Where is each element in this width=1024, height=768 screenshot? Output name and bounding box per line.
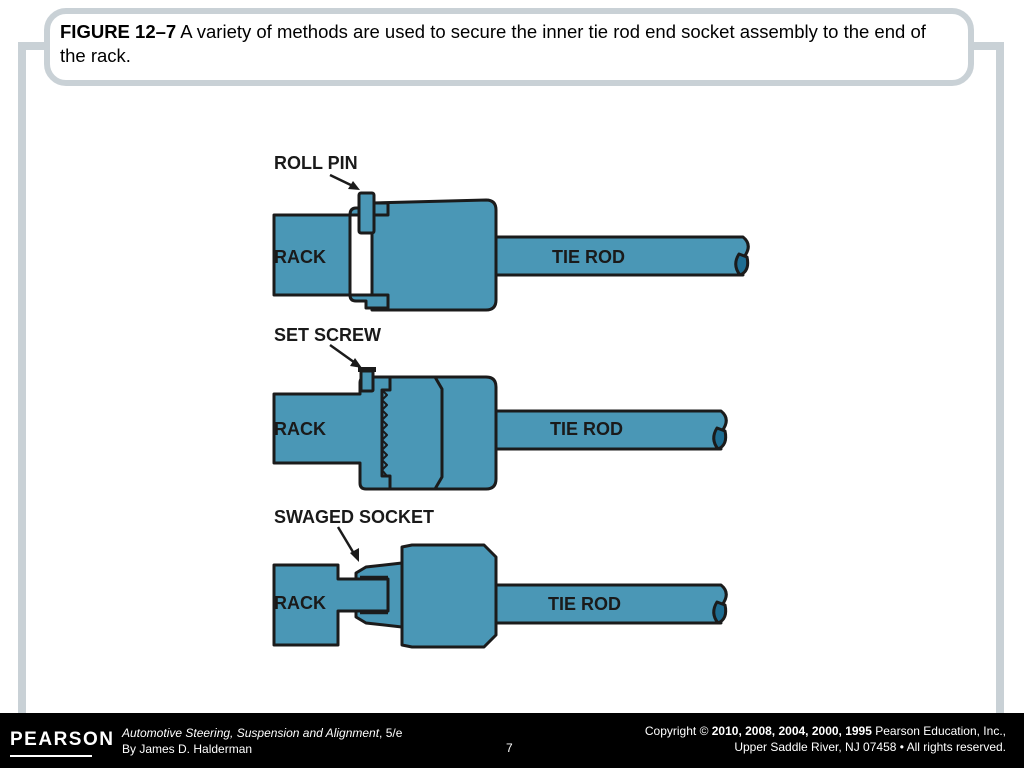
slide-footer: PEARSON Automotive Steering, Suspension … — [0, 713, 1024, 768]
copyright-years: 2010, 2008, 2004, 2000, 1995 — [711, 724, 872, 738]
caption-text: A variety of methods are used to secure … — [60, 21, 926, 66]
tie-rod-label-1: TIE ROD — [552, 247, 625, 267]
copyright-notice: Copyright © 2010, 2008, 2004, 2000, 1995… — [586, 723, 1006, 755]
copyright-holder: Pearson Education, Inc., — [871, 724, 1006, 738]
tie-rod-diagram: ROLL PIN RACK TIE ROD SET SCREW RACK TIE… — [260, 145, 760, 665]
set-screw-assembly — [272, 367, 728, 491]
rack-threads-2 — [381, 389, 388, 477]
frame-right-border — [996, 46, 1004, 713]
figure-label: FIGURE 12–7 — [60, 21, 177, 42]
tie-rod-end-1 — [734, 252, 750, 277]
socket-collar-2 — [376, 375, 444, 491]
book-title: Automotive Steering, Suspension and Alig… — [122, 726, 380, 740]
frame-top-left-stub — [18, 42, 48, 50]
page-number: 7 — [506, 741, 513, 755]
roll-pin-assembly — [272, 191, 750, 312]
tie-rod-end-3 — [712, 600, 728, 625]
rack-3 — [272, 563, 390, 647]
frame-left-border — [18, 46, 26, 713]
swaged-socket — [400, 543, 498, 649]
tie-rod-end-2 — [712, 426, 728, 451]
logo-underline — [10, 755, 92, 757]
figure-caption: FIGURE 12–7 A variety of methods are use… — [60, 20, 950, 68]
rack-label-3: RACK — [274, 593, 326, 613]
book-edition: , 5/e — [379, 726, 403, 740]
tie-rod-label-2: TIE ROD — [550, 419, 623, 439]
copyright-address: Upper Saddle River, NJ 07458 • All right… — [734, 740, 1006, 754]
roll-pin-label: ROLL PIN — [274, 153, 358, 173]
swaged-socket-assembly — [272, 543, 728, 649]
frame-top-right-stub — [970, 42, 1004, 50]
book-author: By James D. Halderman — [122, 742, 253, 756]
set-screw-label: SET SCREW — [274, 325, 381, 345]
pearson-logo: PEARSON — [10, 729, 115, 750]
set-screw — [359, 369, 375, 393]
book-credit: Automotive Steering, Suspension and Alig… — [122, 725, 402, 757]
set-screw-head — [358, 367, 376, 372]
socket-1 — [370, 198, 498, 312]
roll-pin — [357, 191, 376, 235]
swaged-socket-label: SWAGED SOCKET — [274, 507, 434, 527]
rack-label-1: RACK — [274, 247, 326, 267]
tie-rod-label-3: TIE ROD — [548, 594, 621, 614]
rack-label-2: RACK — [274, 419, 326, 439]
socket-2 — [433, 375, 498, 491]
copyright-prefix: Copyright © — [644, 724, 712, 738]
caption-box — [44, 8, 974, 86]
rack-1 — [272, 201, 390, 310]
